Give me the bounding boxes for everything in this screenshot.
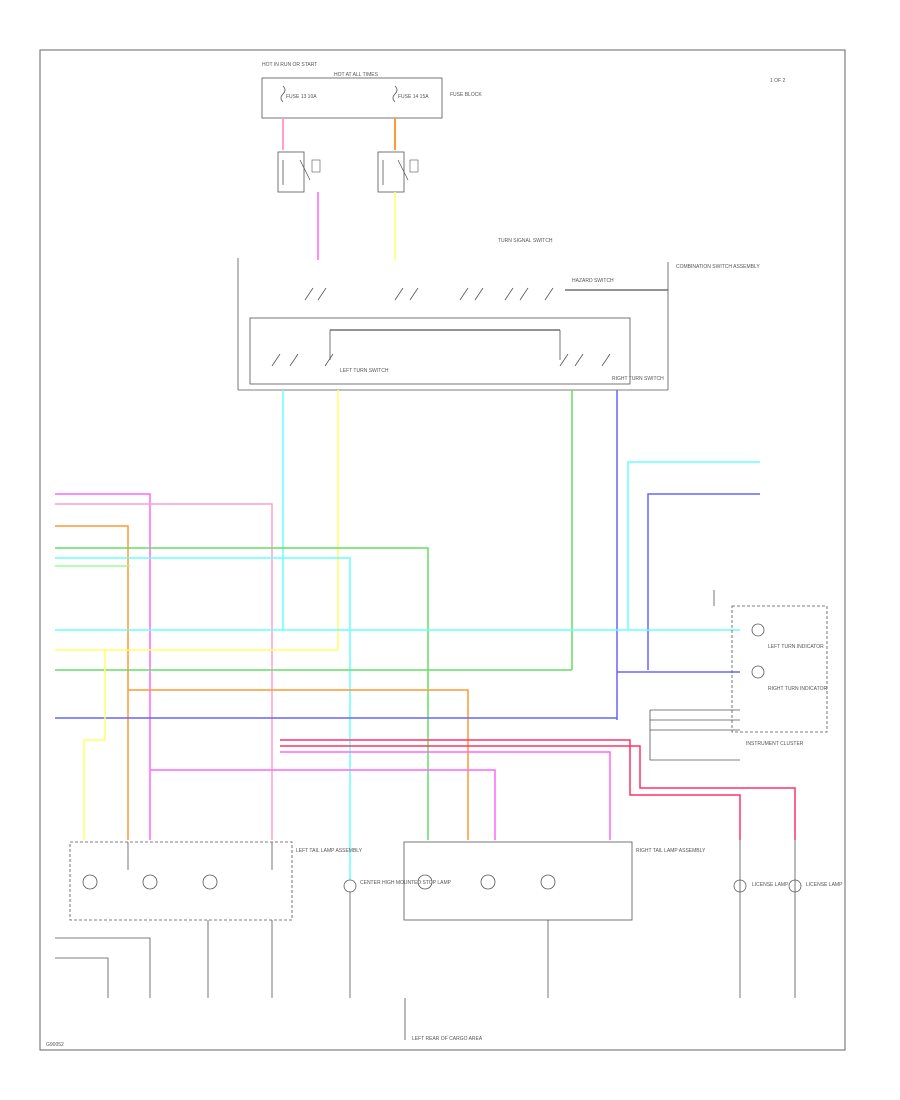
wire-red-2 — [280, 745, 796, 840]
diagram-frame — [39, 49, 846, 1051]
hazard-switch-label: HAZARD SWITCH — [572, 278, 614, 284]
ground-wiring — [55, 892, 549, 1040]
wire-yellow-down — [83, 650, 106, 840]
left-tail-lamp-assembly: LEFT TAIL LAMP ASSEMBLY — [69, 841, 363, 921]
right-tail-lamp-assembly: RIGHT TAIL LAMP ASSEMBLY — [403, 841, 706, 921]
center-lamp: CENTER HIGH MOUNTED STOP LAMP — [343, 879, 452, 893]
left-turn-switch-label: LEFT TURN SWITCH — [340, 368, 389, 374]
combination-switch-assembly: COMBINATION SWITCH ASSEMBLY HAZARD SWITC… — [237, 238, 760, 391]
wire-green-long — [55, 547, 429, 840]
fuse-block-label: FUSE BLOCK — [450, 92, 482, 98]
wire-pink-3 — [280, 751, 611, 840]
wire-cyan-long — [55, 557, 351, 880]
wire-cyan-feed — [627, 461, 760, 630]
right-tail-lamp-label: RIGHT TAIL LAMP ASSEMBLY — [636, 848, 706, 854]
wire-blue-feed — [647, 493, 760, 670]
wire-red-1 — [280, 739, 741, 840]
instrument-cluster: LEFT TURN INDICATOR RIGHT TURN INDICATOR… — [649, 590, 827, 761]
page-reference: 1 OF 2 — [770, 78, 786, 84]
license-lamp-label-left: LICENSE LAMP — [752, 882, 789, 888]
left-tail-lamp-label: LEFT TAIL LAMP ASSEMBLY — [296, 848, 363, 854]
fuse-left-label: FUSE 13 10A — [286, 94, 317, 100]
right-indicator-label: RIGHT TURN INDICATOR — [768, 686, 827, 692]
wire-pink-4 — [150, 769, 496, 840]
flasher-right — [377, 151, 419, 193]
instrument-cluster-label: INSTRUMENT CLUSTER — [746, 741, 804, 747]
license-lamps: LICENSE LAMP LICENSE LAMP — [733, 840, 843, 998]
fuse-block: HOT IN RUN OR START HOT AT ALL TIMES FUS… — [261, 62, 482, 119]
figure-code: G90052 — [46, 1042, 64, 1048]
flasher-left — [277, 151, 321, 193]
right-turn-switch-label: RIGHT TURN SWITCH — [612, 376, 664, 382]
switch-assembly-label: COMBINATION SWITCH ASSEMBLY — [676, 264, 760, 270]
license-lamp-label-right: LICENSE LAMP — [806, 882, 843, 888]
left-indicator-label: LEFT TURN INDICATOR — [768, 644, 824, 650]
wire-light-pink — [55, 503, 273, 840]
center-lamp-label: CENTER HIGH MOUNTED STOP LAMP — [360, 880, 452, 886]
fuse-right-label: FUSE 14 15A — [398, 94, 429, 100]
wire-orange-mid — [128, 689, 469, 840]
turn-signal-label: TURN SIGNAL SWITCH — [498, 238, 553, 244]
fuse-header-run: HOT IN RUN OR START — [262, 62, 317, 68]
wire-pink-top — [55, 493, 151, 840]
fuse-header-hot: HOT AT ALL TIMES — [334, 72, 379, 78]
wire-orange-left — [55, 525, 129, 840]
ground-label: LEFT REAR OF CARGO AREA — [412, 1036, 483, 1042]
